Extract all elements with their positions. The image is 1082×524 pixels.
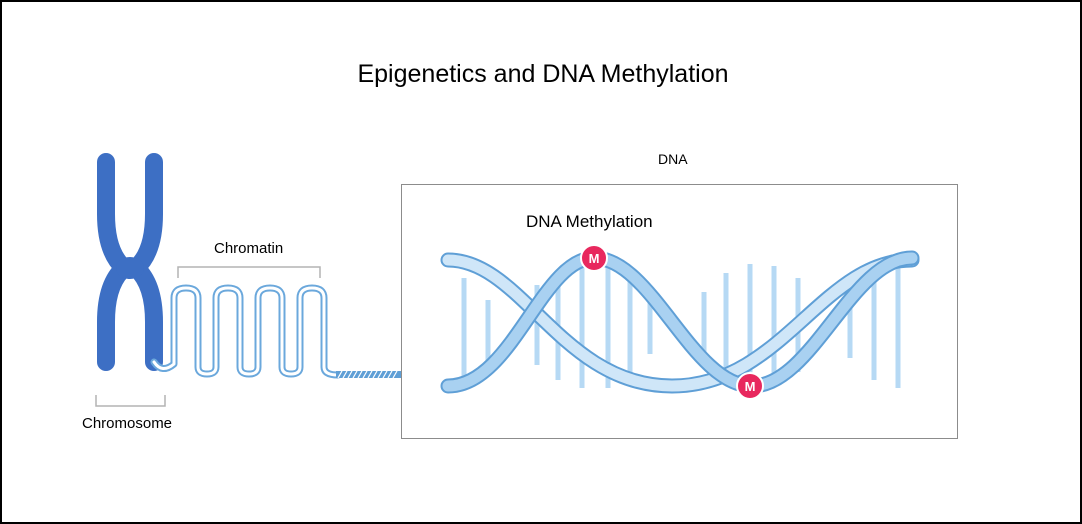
methyl-marker-letter: M	[589, 251, 600, 266]
dna-box	[401, 184, 958, 439]
chromatin-label: Chromatin	[214, 240, 284, 257]
chromosome	[97, 153, 163, 371]
chromosome-bracket	[95, 395, 166, 407]
dna-methylation-label: DNA Methylation	[526, 212, 653, 231]
chromatin-fiber	[150, 284, 342, 379]
dna-connector	[336, 370, 402, 379]
chromosome-label: Chromosome	[82, 415, 173, 432]
chromatin-bracket	[177, 266, 321, 278]
methyl-marker-letter: M	[745, 379, 756, 394]
methyl-marker-bottom: M	[736, 372, 764, 400]
dna-label: DNA	[658, 151, 688, 167]
dna-helix	[440, 250, 920, 394]
diagram-title: Epigenetics and DNA Methylation	[357, 60, 729, 88]
methyl-marker-top: M	[580, 244, 608, 272]
